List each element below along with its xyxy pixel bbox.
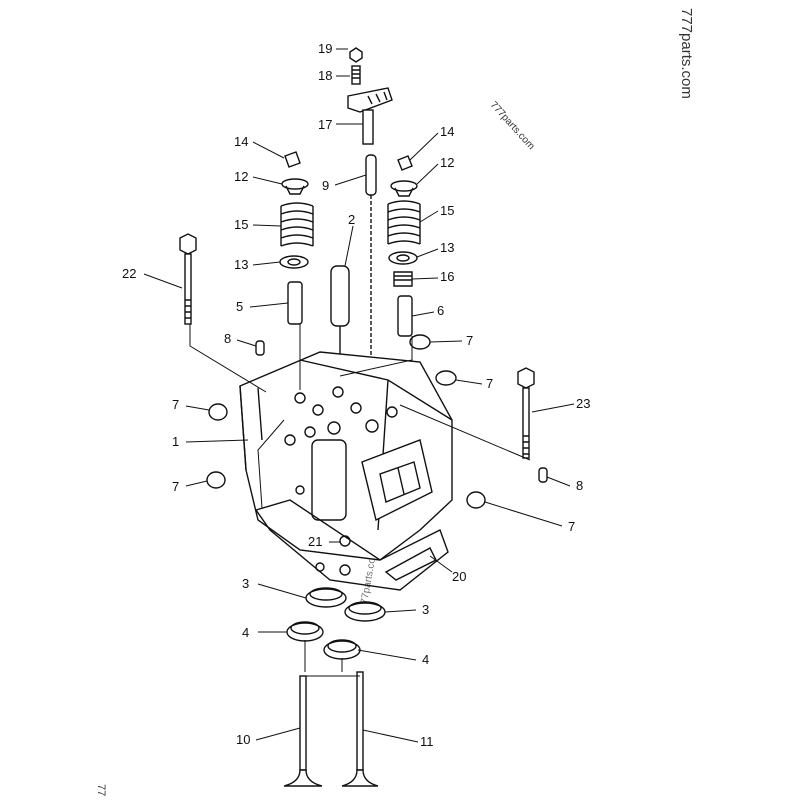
label-7: 7 xyxy=(568,519,575,534)
insert-4-left xyxy=(286,621,324,642)
label-14: 14 xyxy=(234,134,248,149)
dowel-8-left xyxy=(255,340,265,356)
label-13: 13 xyxy=(234,257,248,272)
leader-lines xyxy=(143,48,575,743)
left-valve-stack xyxy=(279,151,314,325)
label-22: 22 xyxy=(122,266,136,281)
right-valve-stack xyxy=(387,155,421,337)
label-13: 13 xyxy=(440,240,454,255)
bolt-23 xyxy=(517,367,535,459)
label-14: 14 xyxy=(440,124,454,139)
label-5: 5 xyxy=(236,299,243,314)
valve-seat-3-left xyxy=(305,587,347,608)
label-15: 15 xyxy=(234,217,248,232)
label-8: 8 xyxy=(576,478,583,493)
dowel-8-right xyxy=(538,467,548,483)
label-19: 19 xyxy=(318,41,332,56)
cylinder-head-1 xyxy=(239,351,453,561)
label-12: 12 xyxy=(234,169,248,184)
label-1: 1 xyxy=(172,434,179,449)
label-7: 7 xyxy=(172,479,179,494)
label-11: 11 xyxy=(420,734,434,749)
intake-valve-10 xyxy=(283,675,323,787)
label-16: 16 xyxy=(440,269,454,284)
label-12: 12 xyxy=(440,155,454,170)
label-6: 6 xyxy=(437,303,444,318)
label-8: 8 xyxy=(224,331,231,346)
label-2: 2 xyxy=(348,212,355,227)
label-7: 7 xyxy=(466,333,473,348)
label-4: 4 xyxy=(242,625,249,640)
plugs-7 xyxy=(206,334,486,509)
valve-seat-3-right xyxy=(344,601,386,622)
watermark-corner: 77 xyxy=(95,784,107,796)
label-15: 15 xyxy=(440,203,454,218)
label-7: 7 xyxy=(486,376,493,391)
label-4: 4 xyxy=(422,652,429,667)
label-3: 3 xyxy=(242,576,249,591)
label-18: 18 xyxy=(318,68,332,83)
label-17: 17 xyxy=(318,117,332,132)
label-3: 3 xyxy=(422,602,429,617)
label-9: 9 xyxy=(322,178,329,193)
nut-19 xyxy=(349,47,363,63)
bolt-22 xyxy=(179,233,197,325)
label-7: 7 xyxy=(172,397,179,412)
watermark-vertical: 777parts.com xyxy=(678,8,695,99)
label-20: 20 xyxy=(452,569,466,584)
label-21: 21 xyxy=(308,534,322,549)
exhaust-valve-11 xyxy=(341,671,379,787)
part-labels: 19 18 17 14 14 12 12 9 15 15 2 22 13 13 … xyxy=(122,41,590,749)
adjust-screw-18 xyxy=(351,65,361,85)
rocker-arm-17 xyxy=(347,87,393,145)
label-23: 23 xyxy=(576,396,590,411)
watermark-diagonal: 777parts.com xyxy=(488,100,537,152)
label-10: 10 xyxy=(236,732,250,747)
insert-4-right xyxy=(323,639,361,660)
